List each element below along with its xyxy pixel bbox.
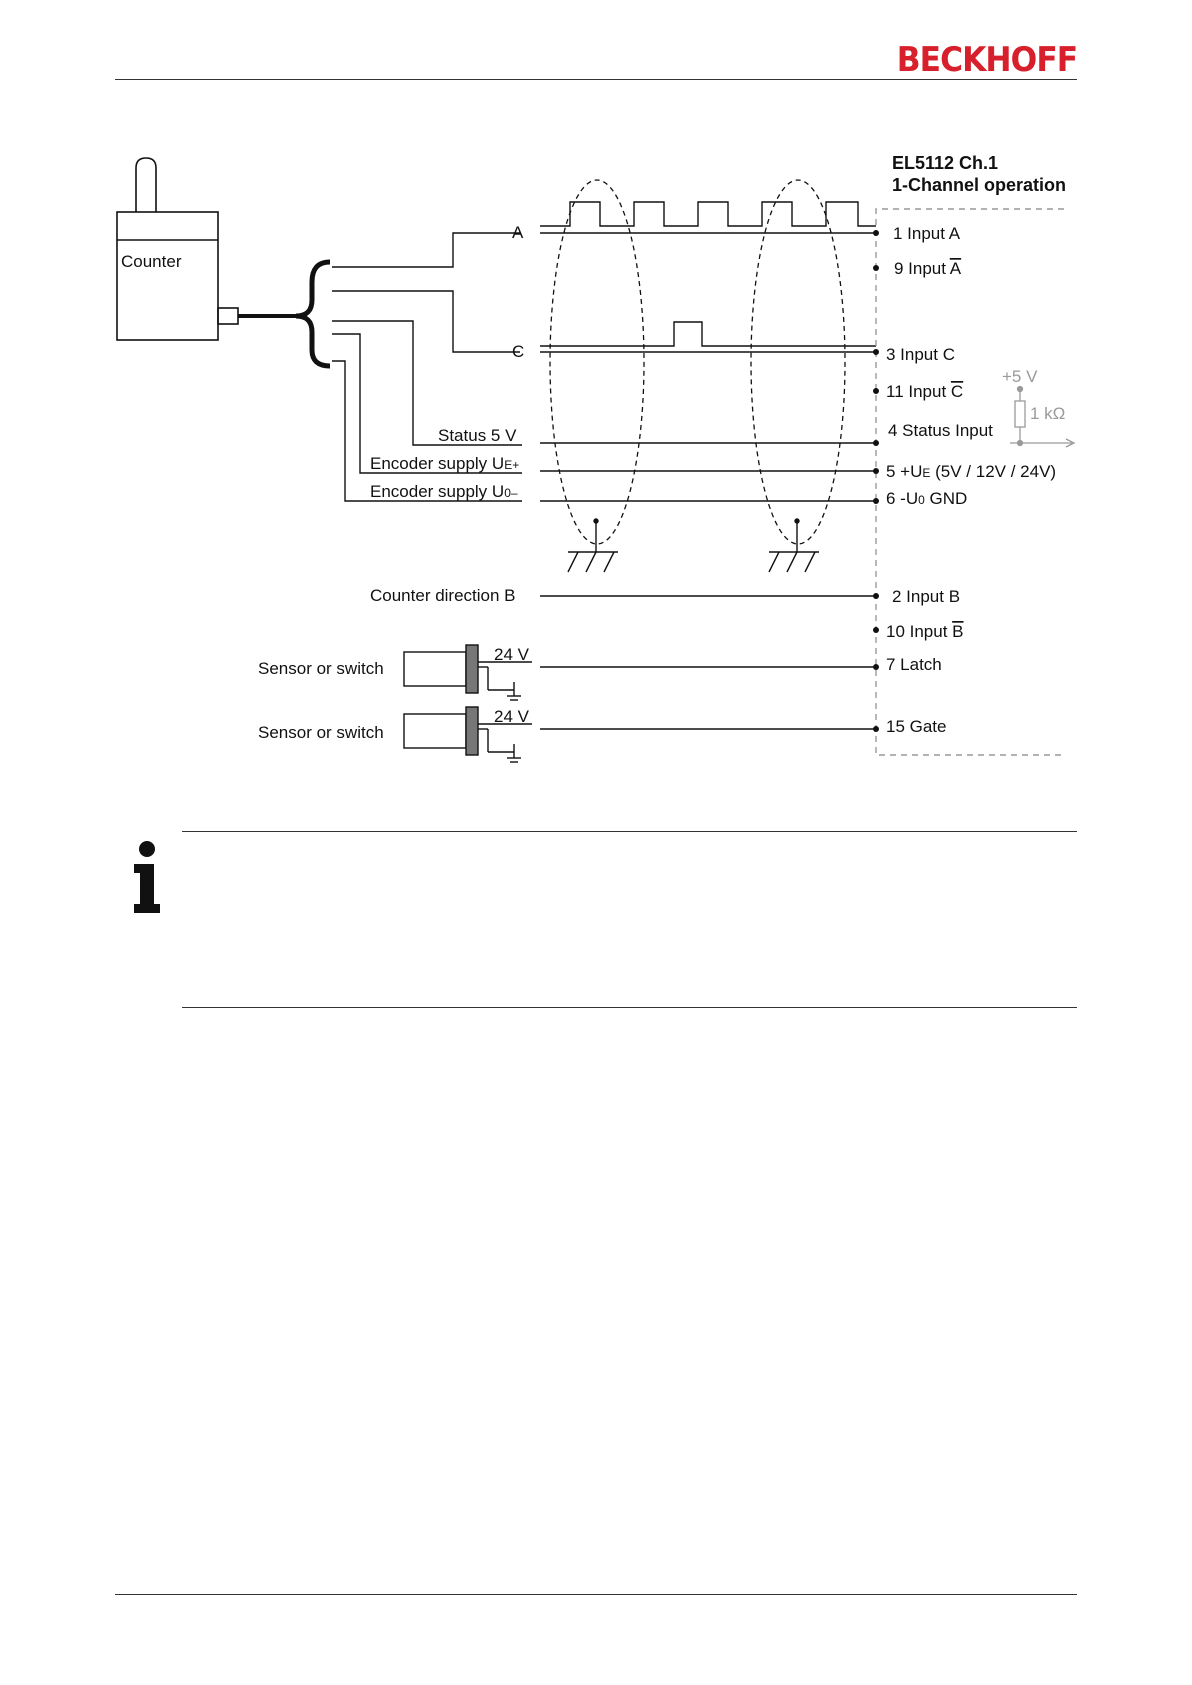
info-icon bbox=[134, 841, 160, 913]
label-c: C bbox=[512, 342, 524, 361]
label-supply-plus: Encoder supply UE+ bbox=[370, 454, 519, 473]
terminal-3: 3 Input C bbox=[886, 345, 955, 364]
beckhoff-logo: BECKHOFF bbox=[896, 40, 1077, 80]
terminal-box bbox=[875, 208, 1064, 756]
label-sensor-voltage-2: 24 V bbox=[494, 707, 530, 726]
terminal-1: 1 Input A bbox=[893, 224, 961, 243]
terminal-4: 4 Status Input bbox=[888, 421, 993, 440]
pullup-resistor: 1 kΩ bbox=[1030, 404, 1065, 423]
footer-rule bbox=[115, 1594, 1077, 1595]
waveform-c bbox=[540, 321, 876, 347]
sensor-2 bbox=[403, 706, 532, 763]
cable-shields bbox=[549, 179, 846, 545]
terminal-6: 6 -U0 GND bbox=[886, 489, 967, 508]
earth-grounds bbox=[567, 518, 819, 573]
diagram-title-line2: 1-Channel operation bbox=[892, 175, 1066, 195]
terminal-9: 9 Input A bbox=[894, 259, 962, 278]
label-a: A bbox=[512, 223, 524, 242]
diagram-title-line1: EL5112 Ch.1 bbox=[892, 153, 998, 173]
label-counter-direction: Counter direction B bbox=[370, 586, 516, 605]
cable-bundle bbox=[238, 259, 331, 369]
label-status: Status 5 V bbox=[438, 426, 517, 445]
wiring-diagram: Counter bbox=[116, 153, 1076, 763]
header-rule bbox=[115, 79, 1077, 80]
label-sensor-1: Sensor or switch bbox=[258, 659, 384, 678]
terminal-2: 2 Input B bbox=[892, 587, 960, 606]
terminal-dots bbox=[873, 230, 879, 732]
signal-wires bbox=[332, 232, 876, 730]
label-sensor-2: Sensor or switch bbox=[258, 723, 384, 742]
note-rule-bottom bbox=[182, 1007, 1077, 1008]
sensor-1 bbox=[403, 644, 532, 701]
pullup-voltage: +5 V bbox=[1002, 367, 1038, 386]
encoder-label: Counter bbox=[121, 252, 182, 271]
pullup-network bbox=[1010, 385, 1076, 448]
terminal-5: 5 +UE (5V / 12V / 24V) bbox=[886, 462, 1056, 481]
terminal-10: 10 Input B bbox=[886, 622, 964, 641]
label-sensor-voltage-1: 24 V bbox=[494, 645, 530, 664]
note-rule-top bbox=[182, 831, 1077, 832]
label-supply-minus: Encoder supply U0– bbox=[370, 482, 518, 501]
terminal-15: 15 Gate bbox=[886, 717, 947, 736]
encoder bbox=[116, 157, 239, 341]
terminal-7: 7 Latch bbox=[886, 655, 942, 674]
terminal-11: 11 Input C bbox=[886, 382, 963, 401]
